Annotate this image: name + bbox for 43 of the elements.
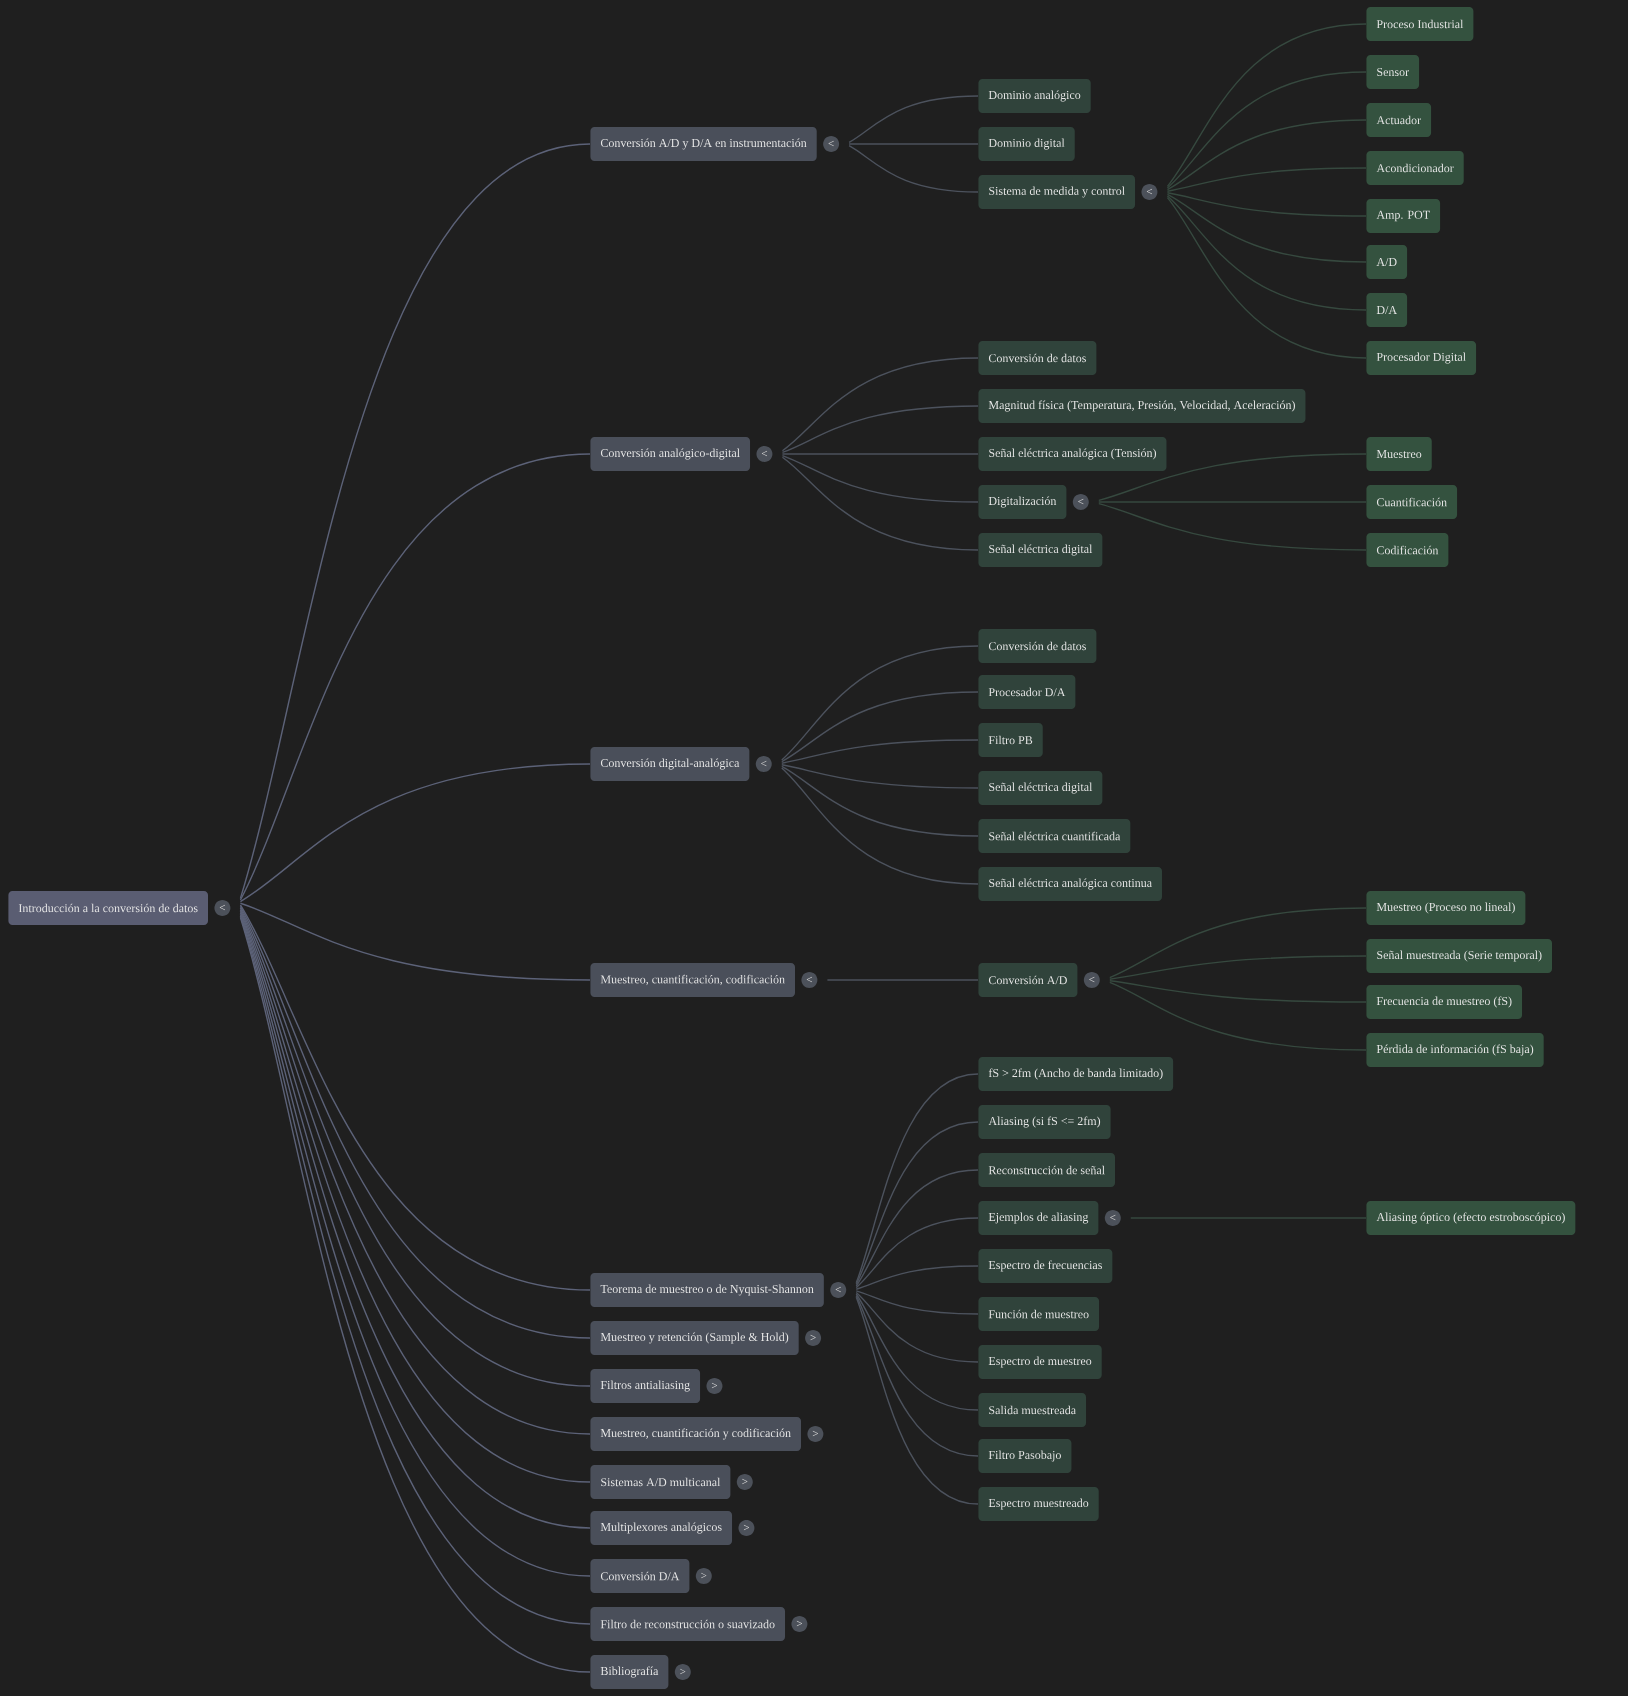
branch-line — [239, 763, 591, 903]
branch-line — [848, 95, 979, 144]
branch-line — [781, 645, 979, 761]
branch-line — [848, 143, 979, 145]
branch-line — [1109, 980, 1367, 1003]
branch-line — [1166, 195, 1367, 311]
branch-line — [1098, 502, 1367, 551]
branch-line — [855, 1290, 979, 1315]
branch-line — [781, 453, 979, 455]
branch-line — [1166, 192, 1367, 217]
branch-line — [855, 1293, 979, 1411]
branch-line — [781, 739, 979, 764]
branch-line — [855, 1169, 979, 1287]
branch-line — [855, 1121, 979, 1286]
branch-line — [826, 979, 979, 981]
branch-line — [239, 902, 591, 981]
branch-line — [1166, 119, 1367, 191]
branch-line — [781, 767, 979, 885]
branch-line — [855, 1265, 979, 1290]
branch-line — [1166, 193, 1367, 263]
branch-line — [855, 1291, 979, 1363]
branch-line — [781, 691, 979, 763]
branch-line — [1109, 981, 1367, 1051]
branch-line — [1166, 23, 1367, 188]
branch-line — [855, 1296, 979, 1505]
branch-line — [855, 1073, 979, 1284]
branch-line — [1166, 167, 1367, 192]
branch-line — [781, 765, 979, 837]
branch-line — [855, 1217, 979, 1289]
branch-line — [781, 764, 979, 789]
branch-line — [781, 456, 979, 551]
branch-line — [855, 1294, 979, 1457]
branch-line — [1109, 907, 1367, 979]
branch-line — [848, 144, 979, 193]
branch-line — [1166, 71, 1367, 189]
branch-line — [1166, 196, 1367, 359]
branch-line — [1098, 453, 1367, 502]
branch-line — [239, 143, 591, 900]
branch-line — [1109, 955, 1367, 980]
branch-line — [239, 453, 591, 901]
branch-line — [781, 454, 979, 503]
branch-line — [781, 357, 979, 452]
branch-line — [781, 405, 979, 454]
